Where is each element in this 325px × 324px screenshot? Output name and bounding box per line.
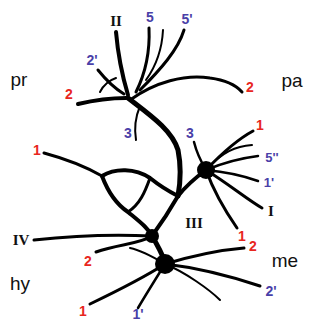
callout-number: 1' [131,306,144,322]
callout-number: 2 [245,79,255,95]
region-label: me [271,250,299,271]
callout-number: 3 [123,125,133,141]
cell-number: IV [12,232,31,249]
callout-number: 1' [263,175,275,190]
callout-number: 3 [185,125,195,141]
callout-number: 1 [78,303,88,319]
region-label: hy [9,273,31,294]
cell-number: II [109,13,123,30]
callout-number: 5 [145,9,155,25]
callout-number: 2 [64,86,74,102]
callout-number: 5' [180,11,193,27]
region-label: pr [10,69,29,90]
callout-number: 2' [85,52,98,68]
callout-number: 2 [248,238,258,254]
callout-number: 2' [264,283,277,299]
callout-number: 1 [237,228,247,244]
callout-number: 5'' [264,150,279,165]
cell-number: III [184,215,204,232]
callout-number: 1 [255,117,265,133]
cell-number: I [267,203,275,220]
callout-number: 2 [83,253,93,269]
callout-number: 1 [32,142,42,158]
region-label: pa [280,70,303,91]
